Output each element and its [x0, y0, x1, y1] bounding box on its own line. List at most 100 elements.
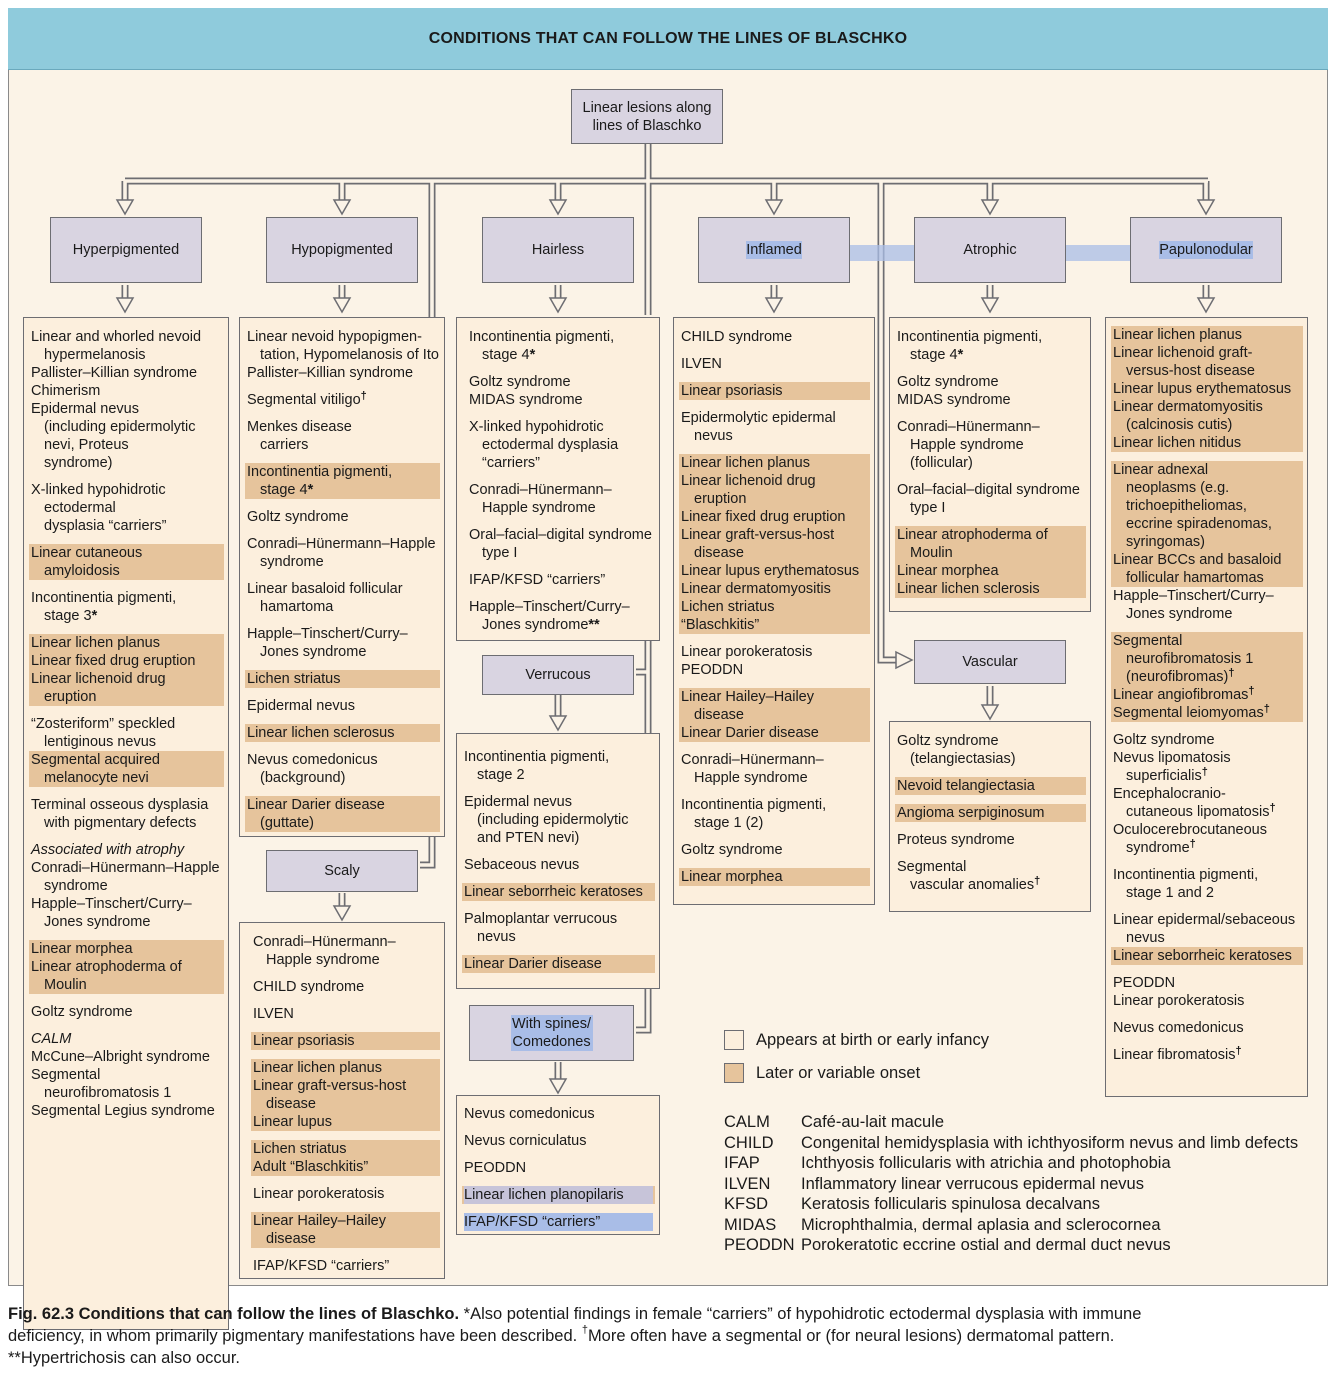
condition-item: disease — [694, 545, 744, 561]
condition-group: Goltz syndrome — [679, 841, 870, 859]
condition-item: Happle–Tinschert/Curry– — [31, 896, 192, 912]
condition-item: IFAP/KFSD “carriers” — [469, 572, 606, 588]
condition-item: ectodermal — [44, 500, 116, 516]
figure-caption: Fig. 62.3 Conditions that can follow the… — [8, 1303, 1328, 1369]
condition-item: Linear lichenoid drug — [681, 473, 816, 489]
condition-group: Happle–Tinschert/Curry–Jones syndrome — [245, 625, 440, 661]
condition-group: Happle–Tinschert/Curry–Jones syndrome — [1111, 587, 1303, 623]
condition-item: Pallister–Killian syndrome — [247, 365, 414, 381]
root-node: Linear lesions along lines of Blaschko — [571, 89, 723, 144]
condition-group: Linear lichen planopilaris — [462, 1186, 655, 1204]
abbreviation-value: Congenital hemidysplasia with ichthyosif… — [801, 1133, 1299, 1152]
condition-item: eccrine spiradenomas, — [1126, 516, 1272, 532]
condition-item: disease — [694, 707, 744, 723]
condition-item: IFAP/KFSD “carriers” — [464, 1213, 653, 1231]
asterisk-mark: ** — [588, 617, 600, 633]
condition-item: Conradi–Hünermann– — [897, 419, 1040, 435]
legend-swatch-late — [724, 1063, 744, 1083]
condition-item: hypermelanosis — [44, 347, 146, 363]
condition-group: Linear seborrheic keratoses — [1111, 947, 1303, 965]
condition-group: Conradi–Hünermann–Happle syndrome — [679, 751, 870, 787]
condition-item: “carriers” — [482, 455, 540, 471]
condition-item: Linear porokeratosis — [681, 644, 813, 660]
condition-item: Linear angiofibromas† — [1113, 685, 1255, 704]
category-hairless: Hairless — [482, 217, 634, 283]
condition-item: syndrome) — [44, 455, 113, 471]
condition-item: Linear morphea — [31, 941, 133, 957]
condition-item: Pallister–Killian syndrome — [31, 365, 198, 381]
condition-item: Incontinentia pigmenti, — [464, 749, 610, 765]
condition-item: Linear dermatomyositis — [681, 581, 831, 597]
condition-item: Nevus comedonicus — [247, 752, 378, 768]
condition-item: Nevus lipomatosis — [1113, 750, 1231, 766]
condition-item: Happle syndrome — [266, 952, 380, 968]
condition-item: Happle syndrome — [482, 500, 596, 516]
condition-item: type I — [482, 545, 518, 561]
condition-item: Linear graft-versus-host — [681, 527, 835, 543]
condition-item: Nevus comedonicus — [1113, 1020, 1244, 1036]
condition-item: Segmental Legius syndrome — [31, 1103, 215, 1119]
category-papulonodular: Papulonodular — [1130, 217, 1282, 283]
condition-item: Goltz syndrome — [31, 1004, 133, 1020]
condition-group: PEODDN — [462, 1159, 655, 1177]
condition-item: Epidermal nevus — [31, 401, 139, 417]
condition-item: melanocyte nevi — [44, 770, 149, 786]
condition-group: Linear psoriasis — [251, 1032, 440, 1050]
condition-item: Goltz syndrome — [681, 842, 783, 858]
condition-item: versus-host disease — [1126, 363, 1255, 379]
condition-item: Segmental leiomyomas† — [1113, 703, 1270, 722]
category-with-spines-comedones: With spines/ Comedones — [469, 1005, 634, 1061]
condition-group: Epidermal nevus — [245, 697, 440, 715]
condition-item: Jones syndrome — [1126, 606, 1233, 622]
condition-item: amyloidosis — [44, 563, 120, 579]
condition-group: Lichen striatus — [245, 670, 440, 688]
asterisk-mark: * — [91, 608, 98, 624]
condition-item: superficialis† — [1126, 766, 1208, 785]
condition-item: Linear Hailey–Hailey — [681, 689, 814, 705]
caption-line-1: *Also potential findings in female “carr… — [459, 1305, 1142, 1323]
category-atrophic: Atrophic — [914, 217, 1066, 283]
condition-item: neurofibromatosis 1 — [1126, 651, 1254, 667]
hypopigmented-conditions-box: Linear nevoid hypopigmen-tation, Hypomel… — [239, 317, 445, 837]
condition-item: Conradi–Hünermann–Happle — [31, 860, 220, 876]
hairless-conditions-box: Incontinentia pigmenti,stage 4*Goltz syn… — [456, 317, 660, 641]
condition-item: X-linked hypohidrotic — [31, 482, 166, 498]
condition-group: Nevus comedonicus — [462, 1105, 655, 1123]
condition-item: hamartoma — [260, 599, 334, 615]
condition-item: Happle–Tinschert/Curry– — [469, 599, 630, 615]
condition-item: Moulin — [44, 977, 87, 993]
caption-label: Fig. 62.3 Conditions that can follow the… — [8, 1305, 460, 1323]
abbreviation-value: Ichthyosis follicularis with atrichia an… — [801, 1154, 1171, 1172]
condition-item: Conradi–Hünermann– — [681, 752, 824, 768]
condition-item: Linear seborrheic keratoses — [1113, 948, 1292, 964]
condition-item: stage 4* — [482, 347, 536, 363]
condition-item: MIDAS syndrome — [897, 392, 1011, 408]
condition-item: follicular hamartomas — [1126, 570, 1264, 586]
condition-item: Linear epidermal/sebaceous — [1113, 912, 1296, 928]
caption-line-2: deficiency, in whom primarily pigmentary… — [8, 1327, 582, 1345]
condition-item: ILVEN — [253, 1006, 294, 1022]
condition-item: Goltz syndrome — [1113, 732, 1215, 748]
condition-item: IFAP/KFSD “carriers” — [253, 1258, 390, 1274]
condition-item: PEODDN — [464, 1160, 527, 1176]
condition-group: ILVEN — [679, 355, 870, 373]
category-hypopigmented: Hypopigmented — [266, 217, 418, 283]
